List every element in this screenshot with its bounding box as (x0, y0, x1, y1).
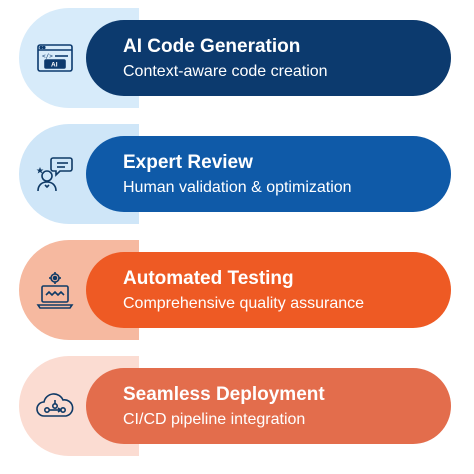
step-pill: Automated Testing Comprehensive quality … (86, 252, 451, 328)
step-ai-code-generation: </> AI AI Code Generation Context-aware … (19, 8, 451, 108)
ai-badge-text: AI (51, 62, 58, 69)
step-subtitle: Human validation & optimization (123, 179, 352, 196)
cloud-pipeline-icon (35, 386, 75, 426)
reviewer-icon (35, 154, 75, 194)
step-pill: Expert Review Human validation & optimiz… (86, 136, 451, 212)
laptop-testing-icon (35, 270, 75, 310)
step-pill: AI Code Generation Context-aware code cr… (86, 20, 451, 96)
step-title: Automated Testing (123, 268, 294, 289)
step-automated-testing: Automated Testing Comprehensive quality … (19, 240, 451, 340)
code-tag-text: </> (42, 53, 53, 60)
code-window-icon: </> AI (35, 38, 75, 78)
step-title: Expert Review (123, 152, 253, 173)
step-seamless-deployment: Seamless Deployment CI/CD pipeline integ… (19, 356, 451, 456)
step-pill: Seamless Deployment CI/CD pipeline integ… (86, 368, 451, 444)
step-expert-review: Expert Review Human validation & optimiz… (19, 124, 451, 224)
step-subtitle: Context-aware code creation (123, 63, 328, 80)
step-subtitle: Comprehensive quality assurance (123, 295, 365, 312)
step-title: Seamless Deployment (123, 384, 325, 405)
step-title: AI Code Generation (123, 36, 301, 57)
step-subtitle: CI/CD pipeline integration (123, 411, 306, 428)
